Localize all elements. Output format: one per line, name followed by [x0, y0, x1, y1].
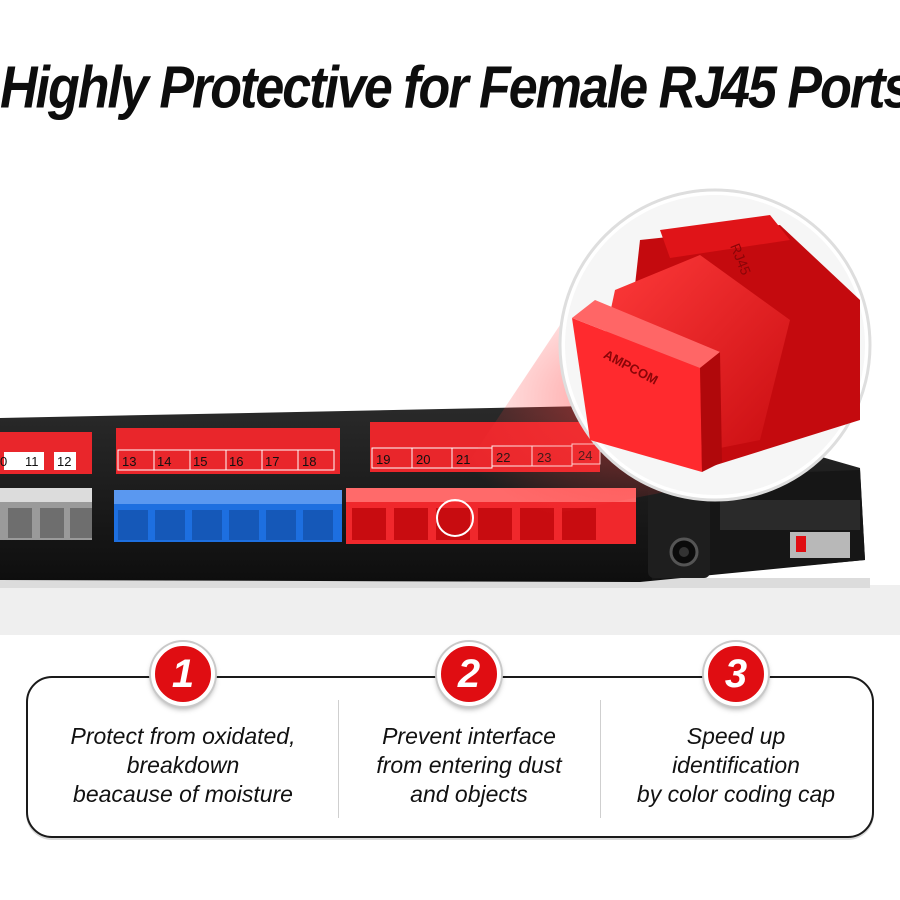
port-number: 0 — [0, 454, 7, 469]
blue-caps — [114, 490, 342, 542]
feature-3: 3 Speed up identification by color codin… — [600, 642, 872, 836]
port-number: 12 — [57, 454, 71, 469]
port-number: 20 — [416, 452, 430, 467]
label-strip-left — [0, 432, 92, 474]
zoom-circle — [558, 188, 872, 502]
port-number: 18 — [302, 454, 316, 469]
port-number: 14 — [157, 454, 171, 469]
number-badge: 2 — [437, 642, 501, 706]
port-number: 17 — [265, 454, 279, 469]
number-badge: 1 — [151, 642, 215, 706]
port-number: 19 — [376, 452, 390, 467]
divider — [338, 700, 339, 818]
gray-caps — [0, 488, 92, 540]
features-panel: 1 Protect from oxidated, breakdown beaca… — [26, 642, 874, 838]
port-number: 16 — [229, 454, 243, 469]
port-number: 11 — [25, 454, 39, 469]
feature-text: Prevent interface from entering dust and… — [376, 723, 562, 807]
feature-2: 2 Prevent interface from entering dust a… — [338, 642, 600, 836]
feature-1: 1 Protect from oxidated, breakdown beaca… — [28, 642, 338, 836]
label-strip-middle — [116, 428, 340, 474]
port-number: 15 — [193, 454, 207, 469]
divider — [600, 700, 601, 818]
number-badge: 3 — [704, 642, 768, 706]
port-number: 13 — [122, 454, 136, 469]
port-number: 21 — [456, 452, 470, 467]
feature-text: Protect from oxidated, breakdown beacaus… — [70, 723, 296, 807]
feature-text: Speed up identification by color coding … — [636, 723, 836, 807]
headline: Highly Protective for Female RJ45 Ports — [0, 54, 900, 122]
